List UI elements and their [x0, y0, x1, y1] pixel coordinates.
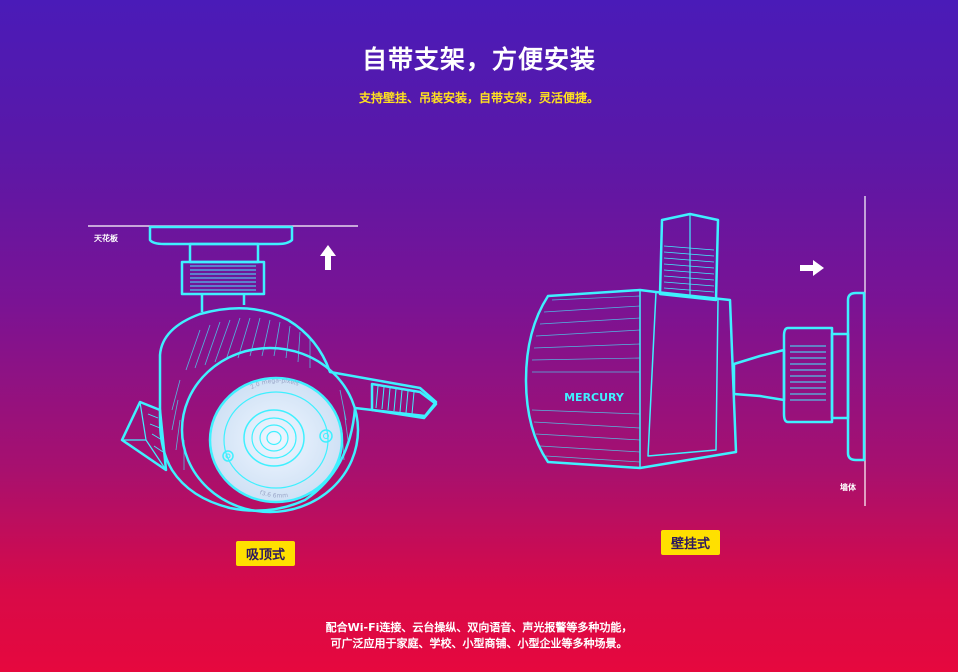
wall-mount-plate [846, 291, 866, 462]
wall-surface-label: 墙体 [840, 483, 856, 492]
ceiling-surface-label: 天花板 [94, 234, 118, 243]
ceiling-camera-front-ring [180, 346, 360, 514]
ir-led-icon [319, 429, 333, 443]
wall-camera-antenna [658, 212, 720, 302]
ceiling-mount-plate [148, 225, 294, 246]
brand-logo: MERCURY [564, 391, 625, 404]
ceiling-mount-neck [188, 242, 260, 264]
footer-line-1: 配合Wi-Fi连接、云台操纵、双向语音、声光报警等多种功能， [325, 621, 633, 634]
page-title: 自带支架，方便安装 [361, 45, 596, 74]
ceiling-mount-badge: 吸顶式 [236, 541, 296, 566]
page-subtitle: 支持壁挂、吊装安装，自带支架，灵活便捷。 [358, 91, 599, 105]
footer-line-2: 可广泛应用于家庭、学校、小型商铺、小型企业等多种场景。 [330, 637, 628, 650]
footer-description: 配合Wi-Fi连接、云台操纵、双向语音、声光报警等多种功能， 可广泛应用于家庭、… [0, 620, 958, 652]
wall-camera-body [524, 288, 738, 470]
lens-ring-text-bottom: f3.6 6mm [259, 489, 289, 499]
wall-mount-collar [782, 326, 834, 424]
ceiling-camera-body [158, 306, 438, 512]
ceiling-camera-antenna [120, 400, 168, 472]
arrow-up-icon [320, 245, 336, 270]
arrow-right-icon [800, 260, 824, 276]
ceiling-mount-collar [180, 260, 266, 296]
wall-mount-badge: 壁挂式 [661, 530, 721, 555]
ceiling-camera-lens-face [208, 376, 344, 504]
ceiling-camera-arm [370, 382, 438, 420]
wall-mount-camera [524, 196, 866, 506]
ceiling-mount-camera [88, 225, 438, 514]
